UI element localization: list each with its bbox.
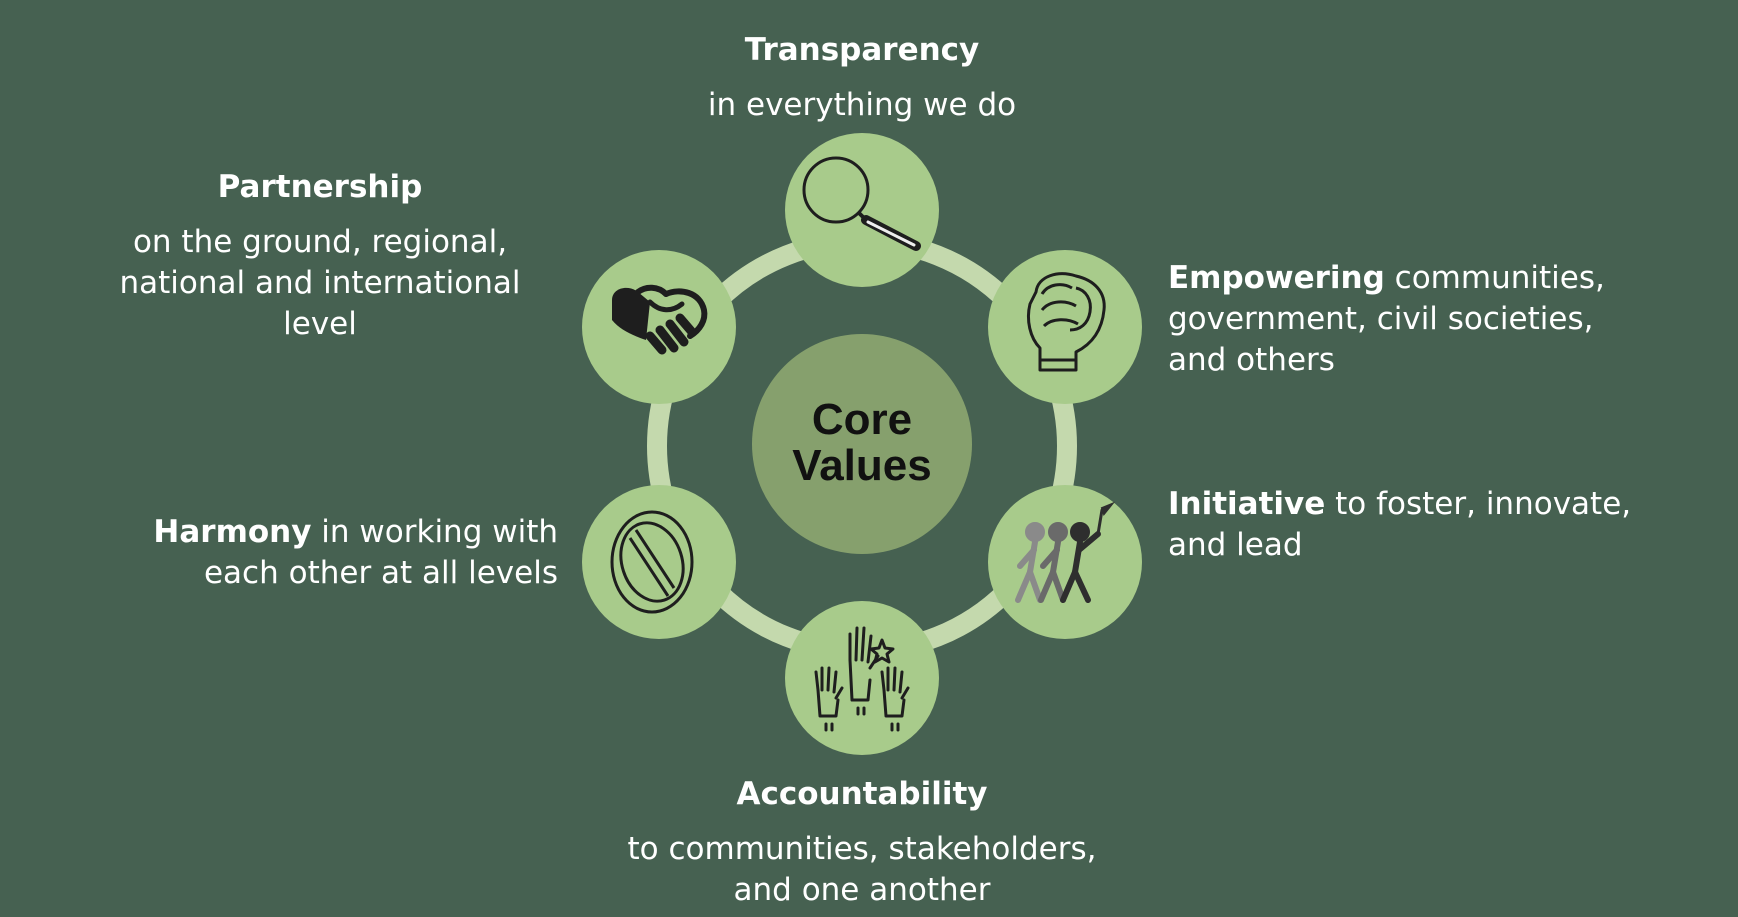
accountability-node [785, 601, 939, 755]
raised-hands-icon [814, 626, 910, 732]
transparency-node [785, 133, 939, 287]
marching-people-icon [1015, 501, 1116, 603]
accountability-title: Accountability [736, 776, 988, 812]
initiative-label: Initiative to foster, innovate, and lead [1168, 484, 1648, 566]
accountability-text-line1: to communities, stakeholders, [627, 831, 1097, 867]
partnership-text-line3: level [283, 306, 357, 342]
partnership-text-line2: national and international [119, 265, 521, 301]
initiative-node [988, 485, 1142, 639]
no-sign-icon [610, 510, 694, 614]
partnership-title: Partnership [217, 169, 423, 205]
center-title-line1: Core [812, 395, 912, 444]
handshake-icon [612, 284, 708, 355]
harmony-text: in working with each other at all levels [203, 514, 558, 591]
harmony-label: Harmony in working with each other at al… [130, 512, 558, 594]
empowering-node [988, 250, 1142, 404]
empowering-title: Empowering [1168, 260, 1385, 296]
magnifying-glass-icon [802, 156, 921, 251]
center-title-line2: Values [792, 441, 931, 490]
initiative-text: to foster, innovate, and lead [1168, 486, 1632, 563]
harmony-title: Harmony [153, 514, 312, 550]
partnership-text-line1: on the ground, regional, [132, 224, 508, 260]
raised-fist-icon [1026, 272, 1106, 372]
accountability-label: Accountability to communities, stakehold… [560, 774, 1164, 911]
empowering-label: Empowering communities, government, civi… [1168, 258, 1628, 381]
transparency-title: Transparency [744, 32, 980, 68]
partnership-node [582, 250, 736, 404]
transparency-text: in everything we do [707, 87, 1017, 123]
initiative-title: Initiative [1168, 486, 1326, 522]
empowering-text: communities, government, civil societies… [1168, 260, 1605, 378]
accountability-text-line2: and one another [733, 872, 991, 908]
partnership-label: Partnership on the ground, regional, nat… [95, 167, 545, 345]
transparency-label: Transparency in everything we do [600, 30, 1124, 126]
center-circle [752, 334, 972, 554]
harmony-node [582, 485, 736, 639]
